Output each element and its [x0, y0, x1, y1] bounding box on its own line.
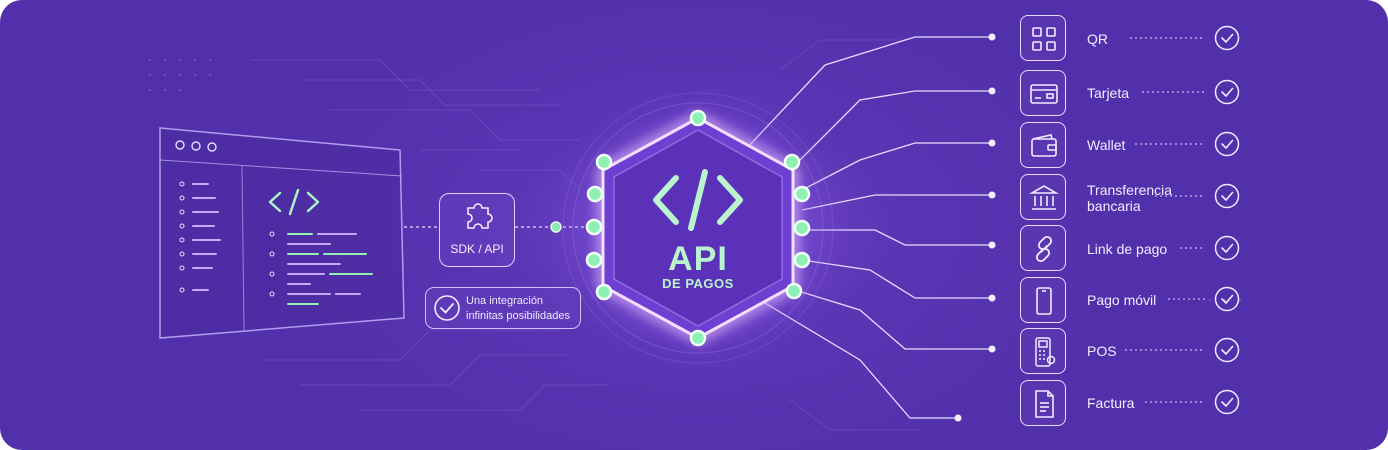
check-circle-icon: [434, 295, 460, 321]
invoice-icon: [1035, 390, 1054, 418]
tagline-line1: Una integración: [466, 295, 544, 307]
dot-grid: [148, 58, 1242, 302]
circuit-traces: [250, 39, 920, 431]
method-label-bancaria: bancaria: [1087, 198, 1141, 214]
sdk-api-box: SDK / API: [439, 193, 515, 267]
code-icon: [268, 188, 320, 216]
method-label-transferencia: Transferencia: [1087, 182, 1173, 198]
method-label-wallet: Wallet: [1087, 137, 1126, 153]
check-circle-icon: [1214, 389, 1240, 415]
check-circle-icon: [1214, 25, 1240, 51]
code-icon: [653, 169, 743, 231]
method-label-factura: Factura: [1087, 395, 1135, 411]
check-circle-icon: [1214, 235, 1240, 261]
check-circle-icon: [1214, 131, 1240, 157]
check-circle-icon: [1214, 337, 1240, 363]
check-circle-icon: [1214, 183, 1240, 209]
browser-window: [159, 127, 405, 339]
tagline-badge: Una integración infinitas posibilidades: [425, 287, 581, 329]
link-icon: [1035, 235, 1053, 263]
window-dot-icon: [175, 140, 185, 150]
hub-title: API: [668, 240, 728, 278]
phone-icon-box: [1020, 277, 1066, 323]
link-icon-box: [1020, 225, 1066, 271]
puzzle-icon: [467, 203, 493, 229]
card-icon: [1030, 84, 1058, 104]
check-circle-icon: [1214, 79, 1240, 105]
pos-icon: [1035, 337, 1056, 367]
hub-subtitle: DE PAGOS: [662, 276, 734, 291]
method-label-qr: QR: [1087, 31, 1108, 47]
wallet-icon: [1031, 134, 1057, 157]
pos-icon-box: [1020, 328, 1066, 374]
sdk-api-label: SDK / API: [450, 242, 504, 256]
line-end-dots: [954, 33, 996, 422]
hub-nodes: [585, 109, 811, 347]
tagline-line2: infinitas posibilidades: [466, 310, 570, 322]
wallet-icon-box: [1020, 122, 1066, 168]
method-label-pago-movil: Pago móvil: [1087, 292, 1157, 308]
check-circle-icon: [1214, 286, 1240, 312]
qr-icon: [1032, 27, 1056, 51]
method-label-link: Link de pago: [1087, 241, 1168, 257]
method-label-pos: POS: [1087, 343, 1117, 359]
dotted-leaders: [1125, 37, 1205, 403]
qr-icon-box: [1020, 15, 1066, 61]
method-label-tarjeta: Tarjeta: [1087, 85, 1130, 101]
bank-icon-box: [1020, 174, 1066, 220]
bank-icon: [1029, 185, 1059, 210]
phone-icon: [1036, 287, 1052, 315]
window-dot-icon: [207, 142, 217, 152]
card-icon-box: [1020, 70, 1066, 116]
window-dot-icon: [191, 141, 201, 151]
invoice-icon-box: [1020, 380, 1066, 426]
